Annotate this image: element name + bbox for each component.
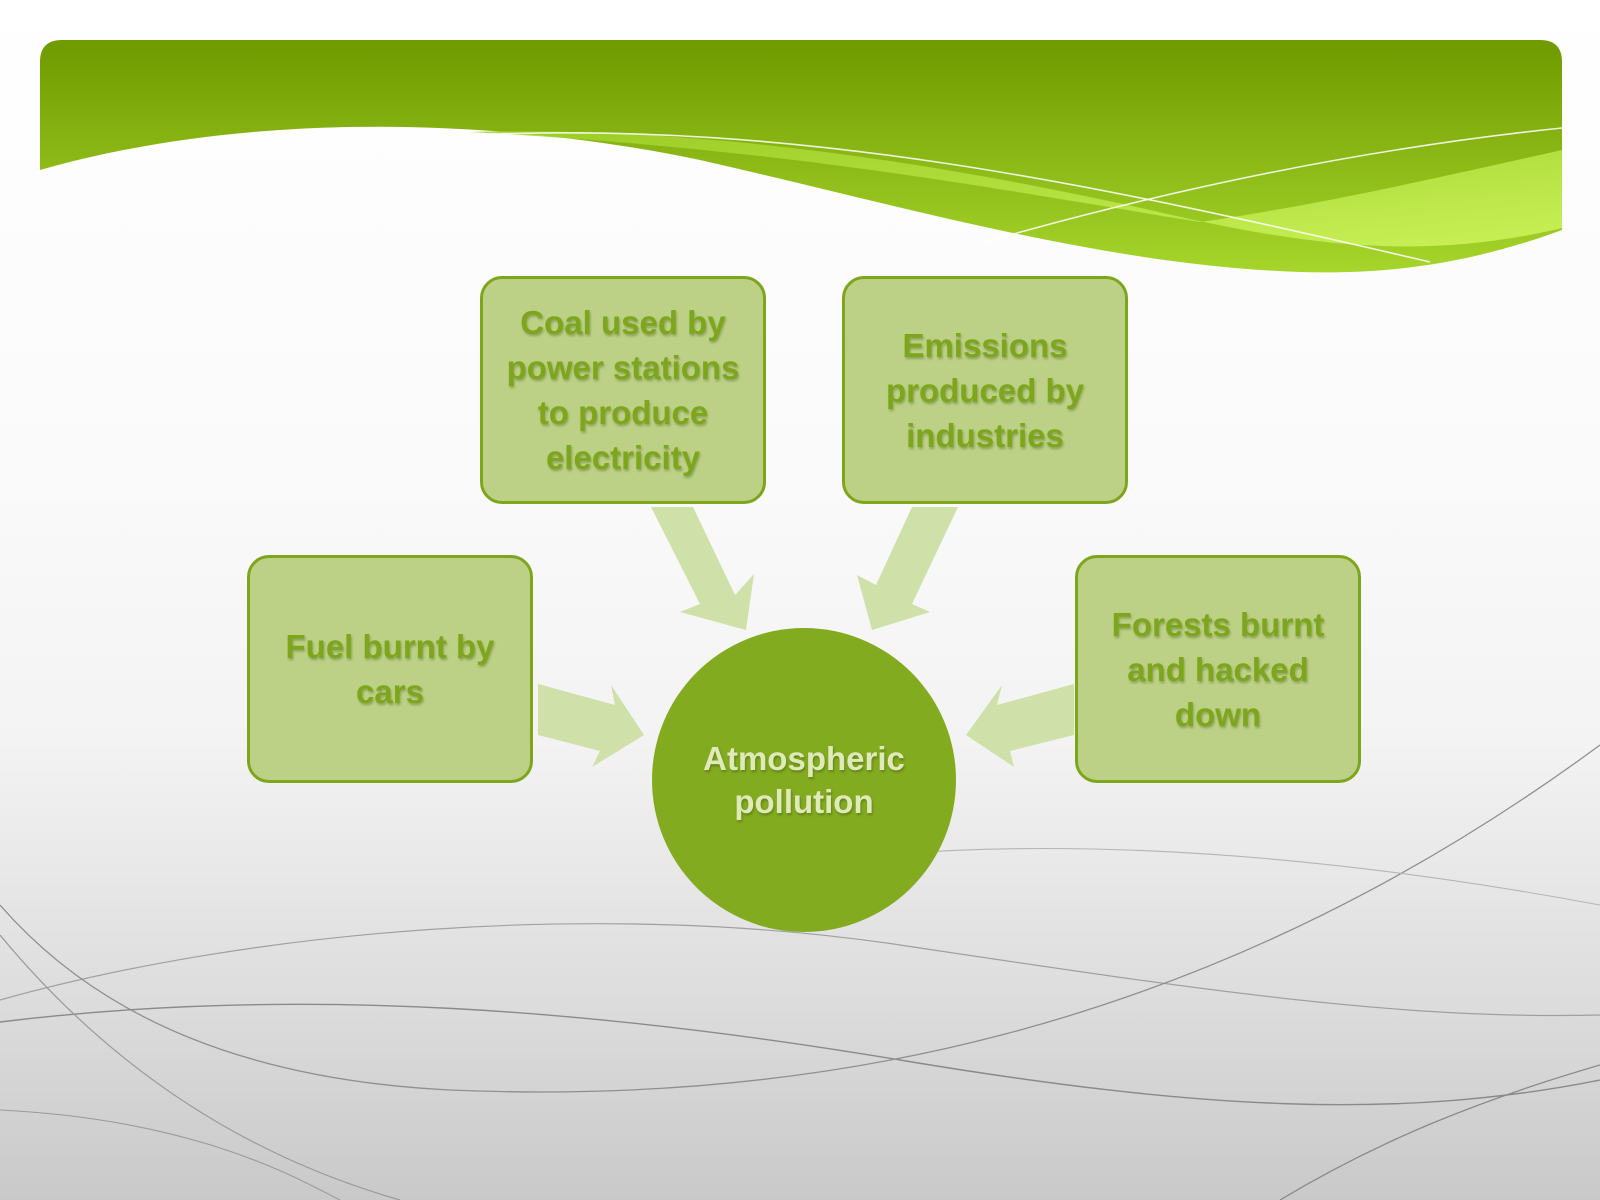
- swoosh-line-7: [0, 1109, 341, 1200]
- swoosh-line-5: [1279, 1064, 1600, 1200]
- swoosh-line-2: [0, 923, 1600, 1017]
- header-line-1: [469, 132, 1431, 263]
- arrow-fuel-to-hub: [538, 684, 644, 767]
- swoosh-line-4: [0, 934, 401, 1200]
- node-emissions-label: Emissions produced by industries: [885, 326, 1085, 454]
- header-wave: [470, 131, 1562, 247]
- node-coal-label: Coal used by power stations to produce e…: [506, 304, 740, 476]
- header-line-2: [984, 127, 1563, 243]
- swoosh-line-3: [0, 744, 1600, 1093]
- node-industry-emissions: Emissions produced by industries: [842, 276, 1128, 504]
- hub-atmospheric-pollution: Atmospheric pollution: [652, 628, 956, 932]
- node-coal-power-stations: Coal used by power stations to produce e…: [480, 276, 766, 504]
- node-forests: Forests burnt and hacked down: [1075, 555, 1361, 783]
- arrow-coal-to-hub: [651, 507, 754, 630]
- arrow-emissions-to-hub: [857, 507, 958, 630]
- node-forests-label: Forests burnt and hacked down: [1111, 605, 1325, 733]
- arrow-forests-to-hub: [966, 684, 1074, 767]
- hub-label: Atmospheric pollution: [703, 740, 905, 820]
- swoosh-line-1: [0, 1003, 1600, 1106]
- node-fuel-cars: Fuel burnt by cars: [247, 555, 533, 783]
- node-fuel-label: Fuel burnt by cars: [285, 628, 495, 710]
